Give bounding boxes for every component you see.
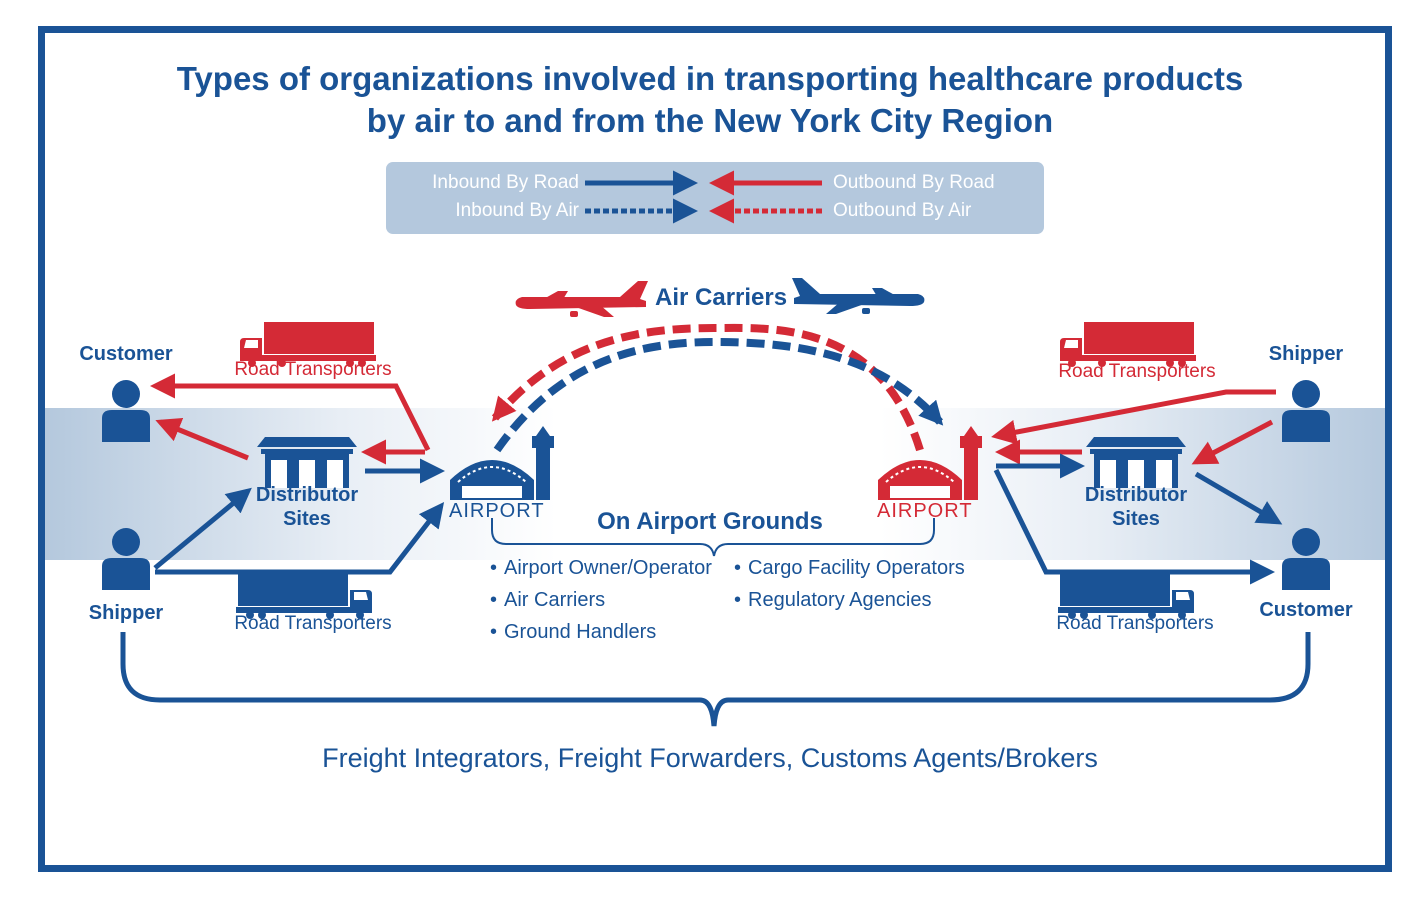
right-road-transporters-bottom: Road Transporters (1056, 613, 1214, 634)
right-customer-label: Customer (1259, 599, 1353, 621)
person-icon-right-shipper (1282, 380, 1330, 442)
legend-outbound-road: Outbound By Road (833, 172, 995, 193)
left-customer-label: Customer (79, 343, 173, 365)
airport-grounds-heading: On Airport Grounds (597, 508, 823, 535)
arc-inbound-air (493, 337, 944, 453)
diagram-frame: Types of organizations involved in trans… (38, 26, 1392, 872)
person-icon-right-customer (1282, 528, 1330, 590)
right-airport-label: AIRPORT (877, 500, 973, 522)
grounds-item: •Regulatory Agencies (734, 589, 932, 611)
plane-icon-red (515, 281, 648, 317)
arc-outbound-air (491, 323, 924, 452)
airport-icon-right (878, 426, 982, 500)
legend-inbound-road: Inbound By Road (432, 172, 579, 193)
warehouse-icon-right (1086, 437, 1186, 488)
legend-arrows (585, 170, 822, 224)
left-road-transporters-top: Road Transporters (234, 359, 392, 380)
right-distributor-line-2: Sites (1112, 508, 1160, 530)
airport-grounds-brace (491, 518, 935, 557)
plane-icon-blue (792, 278, 925, 314)
left-shipper-label: Shipper (88, 602, 164, 624)
right-road-arrows (991, 389, 1283, 585)
title-line-1: Types of organizations involved in trans… (176, 60, 1244, 97)
airport-icon-left (450, 426, 554, 500)
person-icon-left-shipper (102, 528, 150, 590)
grounds-item: •Cargo Facility Operators (734, 557, 965, 579)
person-icon-left-customer (102, 380, 150, 442)
left-distributor-line-2: Sites (283, 508, 331, 530)
right-shipper-label: Shipper (1268, 343, 1344, 365)
diagram-art (102, 170, 1330, 727)
title-line-2: by air to and from the New York City Reg… (366, 102, 1054, 139)
left-road-transporters-bottom: Road Transporters (234, 613, 392, 634)
right-distributor-line-1: Distributor (1084, 484, 1188, 506)
left-distributor-label: Distributor Sites (232, 483, 382, 531)
left-airport-label: AIRPORT (449, 500, 545, 522)
right-distributor-label: Distributor Sites (1061, 483, 1211, 531)
title: Types of organizations involved in trans… (60, 58, 1360, 142)
bottom-text: Freight Integrators, Freight Forwarders,… (322, 743, 1098, 773)
air-carriers-label: Air Carriers (655, 284, 788, 311)
grounds-item: •Air Carriers (490, 589, 606, 611)
grounds-item: •Airport Owner/Operator (490, 557, 712, 579)
right-road-transporters-top: Road Transporters (1058, 361, 1216, 382)
left-road-arrows (150, 373, 445, 575)
legend-inbound-air: Inbound By Air (455, 200, 579, 221)
airport-grounds-list-1: •Airport Owner/Operator •Air Carriers •G… (490, 556, 712, 644)
airport-grounds-list-2: •Cargo Facility Operators •Regulatory Ag… (734, 556, 965, 612)
left-distributor-line-1: Distributor (255, 484, 359, 506)
grounds-item: •Ground Handlers (490, 621, 657, 643)
legend-outbound-air: Outbound By Air (833, 200, 972, 221)
warehouse-icon-left (257, 437, 357, 488)
bottom-brace (120, 632, 1311, 727)
